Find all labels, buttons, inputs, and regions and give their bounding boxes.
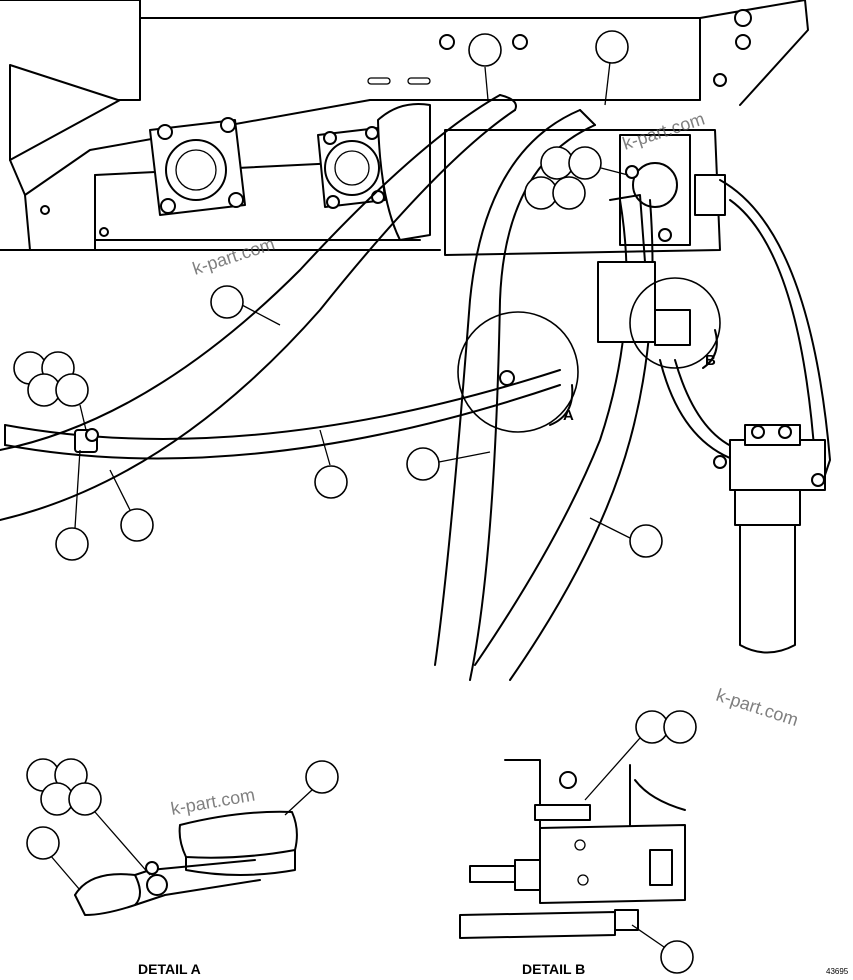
- elbow-hose-block: [597, 194, 691, 346]
- hose-clamp: [74, 428, 99, 453]
- callout-balloon[interactable]: [406, 447, 440, 481]
- callout-balloon[interactable]: [210, 285, 244, 319]
- callout-balloon[interactable]: [120, 508, 154, 542]
- frame-bolts: [40, 9, 752, 237]
- hose-small-right: [659, 179, 831, 491]
- detail-b-indicator-circle: [629, 277, 721, 369]
- detail-a-label: DETAIL A: [138, 961, 201, 977]
- detail-b-label: DETAIL B: [522, 961, 585, 977]
- view-marker-a: A: [563, 407, 574, 424]
- detail-b-drawing: [459, 759, 686, 939]
- detail-a-arrow: [549, 384, 574, 426]
- callout-balloons: [13, 30, 697, 974]
- callout-balloon[interactable]: [55, 527, 89, 561]
- detail-a-indicator-circle: [457, 311, 579, 433]
- callout-balloon[interactable]: [26, 826, 60, 860]
- callout-balloon[interactable]: [595, 30, 629, 64]
- document-number: 43695: [826, 967, 849, 976]
- callout-balloon[interactable]: [552, 176, 586, 210]
- callout-balloon[interactable]: [305, 760, 339, 794]
- callout-balloon[interactable]: [55, 373, 89, 407]
- hose-center-long: [434, 109, 596, 681]
- callout-balloon[interactable]: [660, 940, 694, 974]
- hydraulic-filter: [713, 424, 826, 654]
- callout-balloon[interactable]: [314, 465, 348, 499]
- hose-large-left: [0, 94, 517, 521]
- view-marker-b: B: [705, 352, 716, 369]
- hydraulic-pump-assembly: [94, 103, 431, 251]
- detail-b-arrow: [702, 329, 718, 369]
- callout-balloon[interactable]: [663, 710, 697, 744]
- machine-frame: [0, 0, 809, 251]
- callout-balloon[interactable]: [629, 524, 663, 558]
- callout-balloon[interactable]: [568, 146, 602, 180]
- watermark-text: k-part.com: [714, 685, 801, 730]
- frame-slots: [367, 77, 431, 85]
- callout-balloon[interactable]: [40, 782, 74, 816]
- callout-balloon[interactable]: [68, 782, 102, 816]
- callout-balloon[interactable]: [468, 33, 502, 67]
